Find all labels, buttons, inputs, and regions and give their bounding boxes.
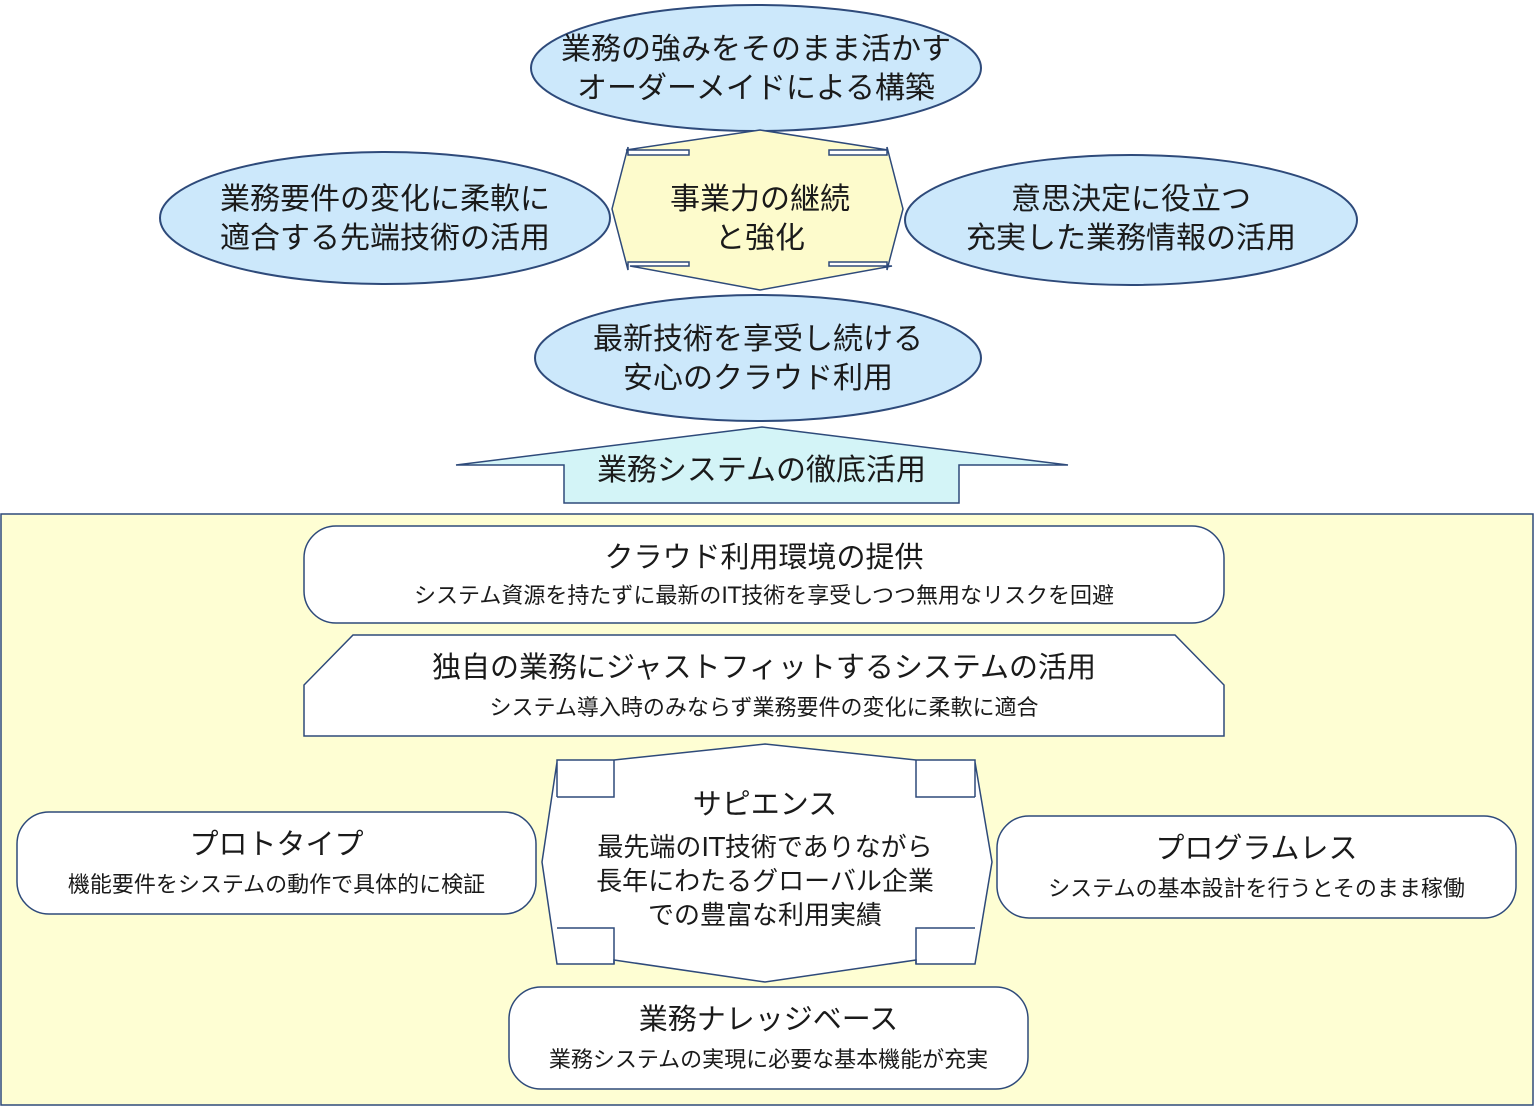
sapiens-arrow-notch (557, 760, 615, 798)
sapiens-arrow-notch (557, 927, 615, 964)
cloud-subtitle: システム資源を持たずに最新のIT技術を享受しつつ無用なリスクを回避 (414, 583, 1114, 609)
sapiens-line-1: 最先端のIT技術でありながら (597, 833, 933, 864)
upper-ellipse-text: 業務の強みをそのまま活かす オーダーメイドによる構築 (531, 28, 981, 110)
prototype-subtitle: 機能要件をシステムの動作で具体的に検証 (67, 872, 486, 898)
sapiens-line-3: での豊富な利用実績 (647, 900, 882, 931)
justfit-box (303, 634, 1225, 737)
left-ellipse (159, 151, 611, 285)
center-arrow-line-2: と強化 (715, 221, 805, 256)
upper-ellipse-line-2: オーダーメイドによる構築 (577, 71, 935, 106)
sapiens-arrow-notch (915, 760, 975, 798)
upper-ellipse-line-1: 業務の強みをそのまま活かす (561, 32, 951, 67)
lower-ellipse-text: 最新技術を享受し続ける 安心のクラウド利用 (535, 318, 981, 400)
knowledge-box (508, 986, 1029, 1090)
lower-ellipse-line-1: 最新技術を享受し続ける (593, 322, 923, 357)
right-ellipse-line-2: 充実した業務情報の活用 (966, 221, 1296, 256)
left-ellipse-text: 業務要件の変化に柔軟に 適合する先端技術の活用 (160, 178, 610, 260)
left-ellipse-line-2: 適合する先端技術の活用 (220, 221, 550, 256)
cloud-box (303, 525, 1225, 624)
cloud-box-text: クラウド利用環境の提供 システム資源を持たずに最新のIT技術を享受しつつ無用なリ… (304, 530, 1224, 620)
lower-ellipse (534, 294, 982, 422)
justfit-subtitle: システム導入時のみならず業務要件の変化に柔軟に適合 (489, 695, 1039, 721)
center-arrow-text: 事業力の継続 と強化 (640, 178, 880, 260)
right-ellipse-line-1: 意思決定に役立つ (1011, 182, 1251, 217)
knowledge-text: 業務ナレッジベース 業務システムの実現に必要な基本機能が充実 (509, 991, 1028, 1085)
sapiens-arrow-notch (915, 927, 975, 964)
sapiens-text: サピエンス 最先端のIT技術でありながら 長年にわたるグローバル企業 での豊富な… (560, 780, 970, 940)
justfit-box-text: 独自の業務にジャストフィットするシステムの活用 システム導入時のみならず業務要件… (304, 640, 1224, 732)
prototype-title: プロトタイプ (189, 826, 364, 861)
center-arrow-line-1: 事業力の継続 (670, 182, 850, 217)
cloud-title: クラウド利用環境の提供 (604, 539, 924, 574)
lower-ellipse-line-2: 安心のクラウド利用 (623, 361, 893, 396)
up-arrow (455, 426, 1069, 504)
sapiens-title: サピエンス (692, 787, 838, 822)
up-arrow-label: 業務システムの徹底活用 (596, 452, 927, 488)
knowledge-subtitle: 業務システムの実現に必要な基本機能が充実 (548, 1047, 989, 1073)
justfit-title: 独自の業務にジャストフィットするシステムの活用 (431, 649, 1097, 684)
knowledge-title: 業務ナレッジベース (638, 1001, 899, 1036)
prototype-text: プロトタイプ 機能要件をシステムの動作で具体的に検証 (17, 816, 536, 910)
prototype-box (16, 811, 537, 915)
sapiens-line-2: 長年にわたるグローバル企業 (596, 866, 934, 897)
right-ellipse (904, 154, 1358, 286)
programless-box (996, 815, 1517, 919)
programless-title: プログラムレス (1155, 830, 1358, 865)
right-ellipse-text: 意思決定に役立つ 充実した業務情報の活用 (905, 178, 1357, 260)
programless-text: プログラムレス システムの基本設計を行うとそのまま稼働 (997, 820, 1516, 914)
programless-subtitle: システムの基本設計を行うとそのまま稼働 (1048, 876, 1465, 902)
left-ellipse-line-1: 業務要件の変化に柔軟に (220, 182, 550, 217)
center-four-way-arrow (611, 129, 904, 291)
